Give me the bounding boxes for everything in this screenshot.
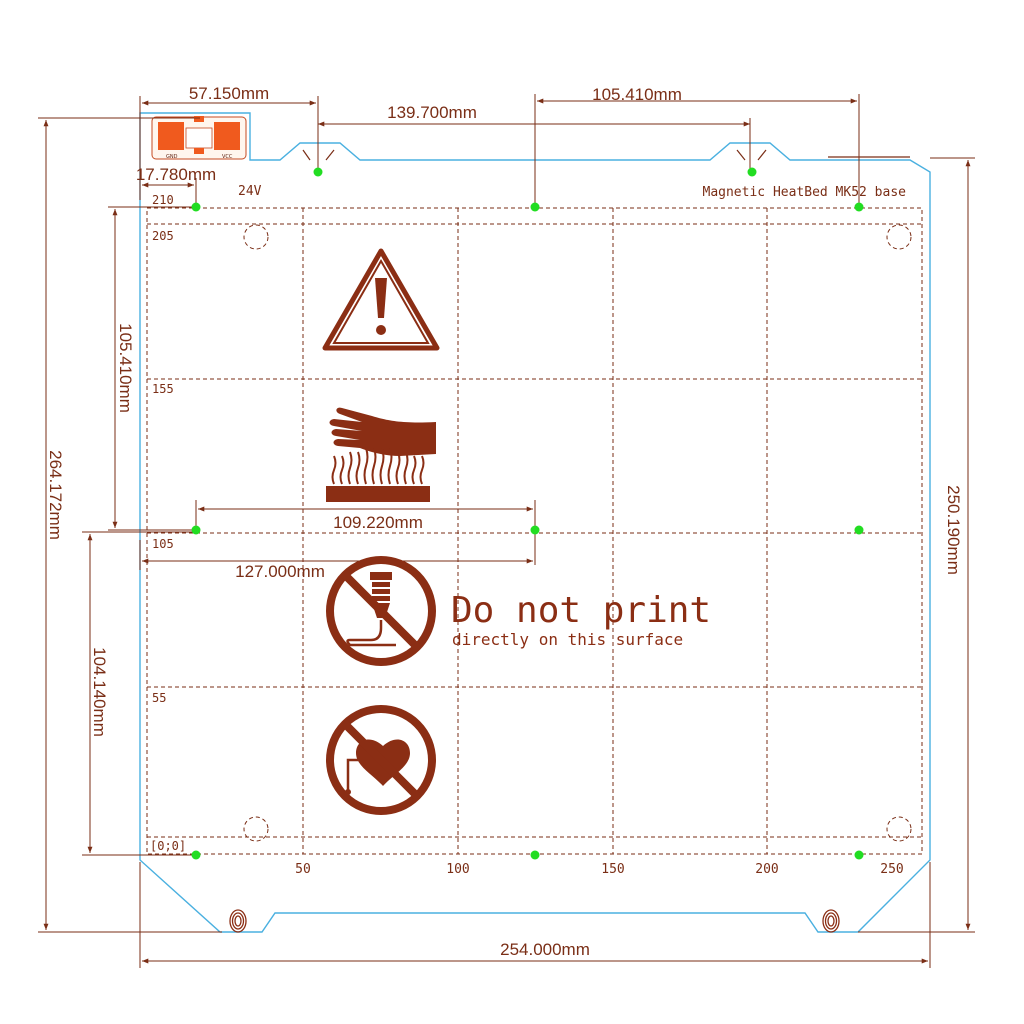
calibration-point xyxy=(747,167,757,177)
calibration-point xyxy=(530,202,540,212)
warning-sub-text: directly on this surface xyxy=(452,630,683,649)
connector-vcc-label: VCC xyxy=(222,154,233,160)
dim-250190: 250.190mm xyxy=(944,485,963,575)
y-label-55: 55 xyxy=(152,691,166,705)
y-label-105: 105 xyxy=(152,537,174,551)
dim-127000: 127.000mm xyxy=(235,562,325,581)
mounting-hole xyxy=(886,816,912,842)
calibration-point xyxy=(191,850,201,860)
x-label-250: 250 xyxy=(880,862,903,877)
dim-57150: 57.150mm xyxy=(189,84,269,103)
no-print-nozzle-icon xyxy=(326,556,436,666)
voltage-label: 24V xyxy=(238,184,262,199)
hot-surface-hand-icon xyxy=(326,407,436,502)
fingerprint-icon xyxy=(229,909,247,933)
no-pacemaker-icon xyxy=(326,705,436,815)
calibration-point xyxy=(854,202,864,212)
connector-gnd-label: GND xyxy=(166,154,178,160)
bed-title: Magnetic HeatBed MK52 base xyxy=(703,185,907,200)
warning-main-text: Do not print xyxy=(451,590,711,631)
y-label-205: 205 xyxy=(152,229,174,243)
mounting-hole xyxy=(886,224,912,250)
bed-outline xyxy=(139,112,931,933)
dim-105410-left: 105.410mm xyxy=(116,323,135,413)
y-label-210: 210 xyxy=(152,193,174,207)
y-label-155: 155 xyxy=(152,382,174,396)
x-label-50: 50 xyxy=(295,862,311,877)
power-connector: GND VCC xyxy=(151,116,247,160)
calibration-point xyxy=(191,202,201,212)
calibration-point xyxy=(530,850,540,860)
mounting-hole xyxy=(243,224,269,250)
dim-105410-top: 105.410mm xyxy=(592,85,682,104)
dim-104140: 104.140mm xyxy=(90,647,109,737)
x-label-100: 100 xyxy=(446,862,469,877)
warning-triangle-icon xyxy=(322,248,440,351)
dim-139700: 139.700mm xyxy=(387,103,477,122)
x-label-200: 200 xyxy=(755,862,778,877)
calibration-point xyxy=(854,850,864,860)
calibration-point xyxy=(313,167,323,177)
sensor-marks xyxy=(302,149,767,161)
calibration-point xyxy=(191,525,201,535)
dim-17780: 17.780mm xyxy=(136,165,216,184)
dim-254000: 254.000mm xyxy=(500,940,590,959)
calibration-points xyxy=(191,167,864,860)
calibration-point xyxy=(854,525,864,535)
dim-264172: 264.172mm xyxy=(46,450,65,540)
mounting-hole xyxy=(243,816,269,842)
fingerprint-icon xyxy=(822,909,840,933)
dim-109220: 109.220mm xyxy=(333,513,423,532)
x-label-150: 150 xyxy=(601,862,624,877)
origin-label: [0;0] xyxy=(150,839,186,853)
calibration-point xyxy=(530,525,540,535)
dimension-lines xyxy=(38,94,975,968)
